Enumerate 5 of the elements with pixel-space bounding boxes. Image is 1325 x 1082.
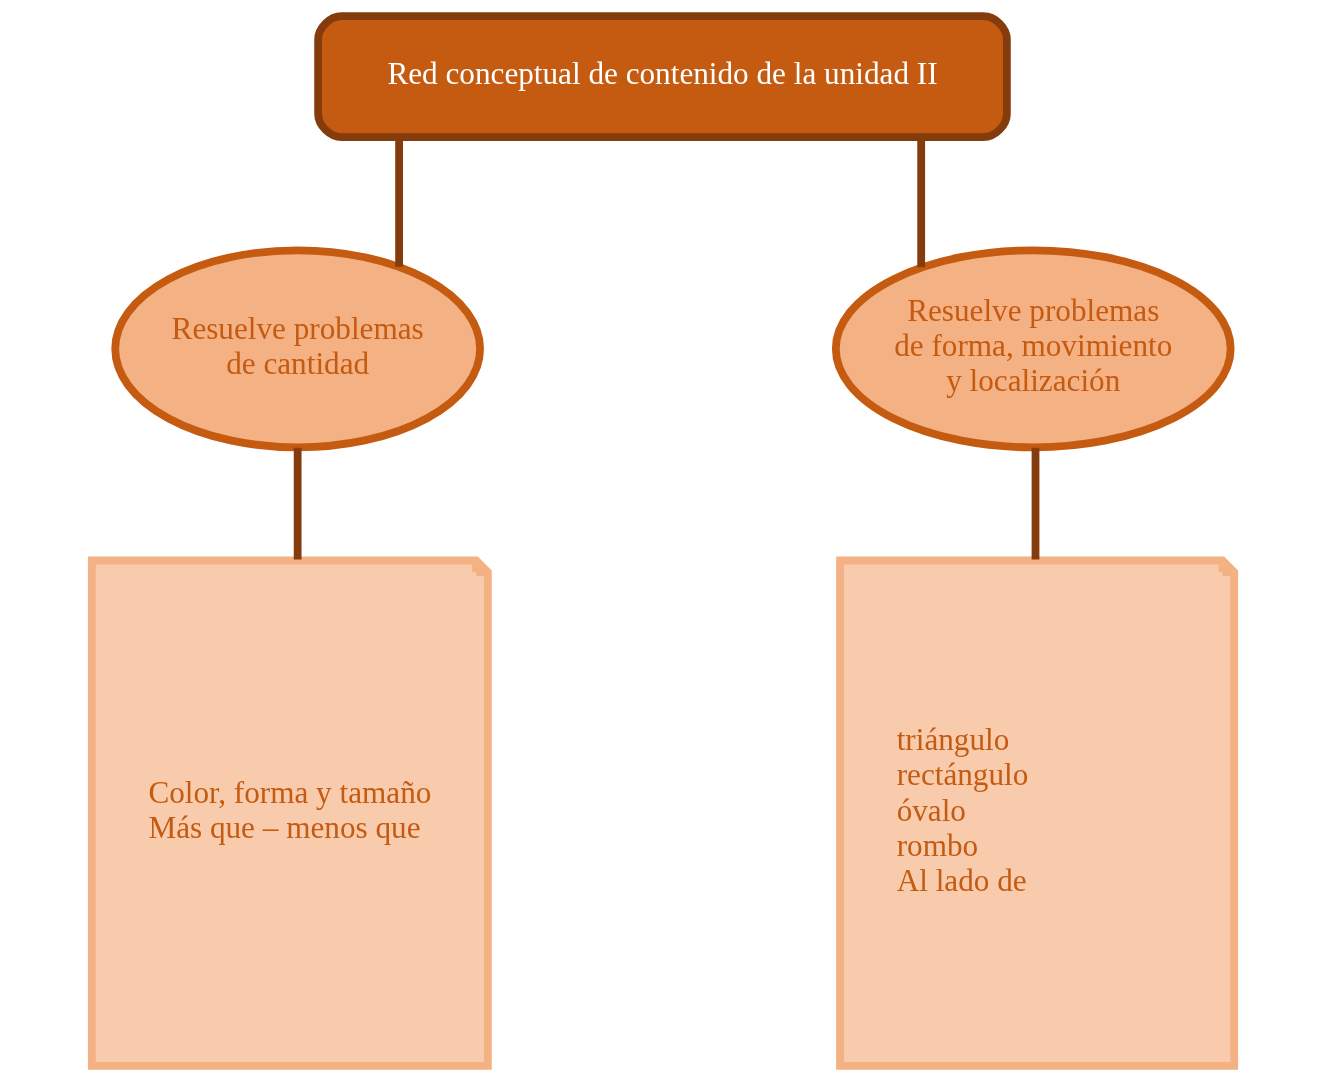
node-box: Red conceptual de contenido de la unidad II: [313, 12, 1011, 141]
connector: [1031, 447, 1039, 560]
node-ellipse: Resuelve problemas de forma, movimiento y localización: [831, 246, 1235, 452]
node-ellipse: Resuelve problemas de cantidad: [110, 246, 484, 452]
connector: [293, 447, 302, 560]
